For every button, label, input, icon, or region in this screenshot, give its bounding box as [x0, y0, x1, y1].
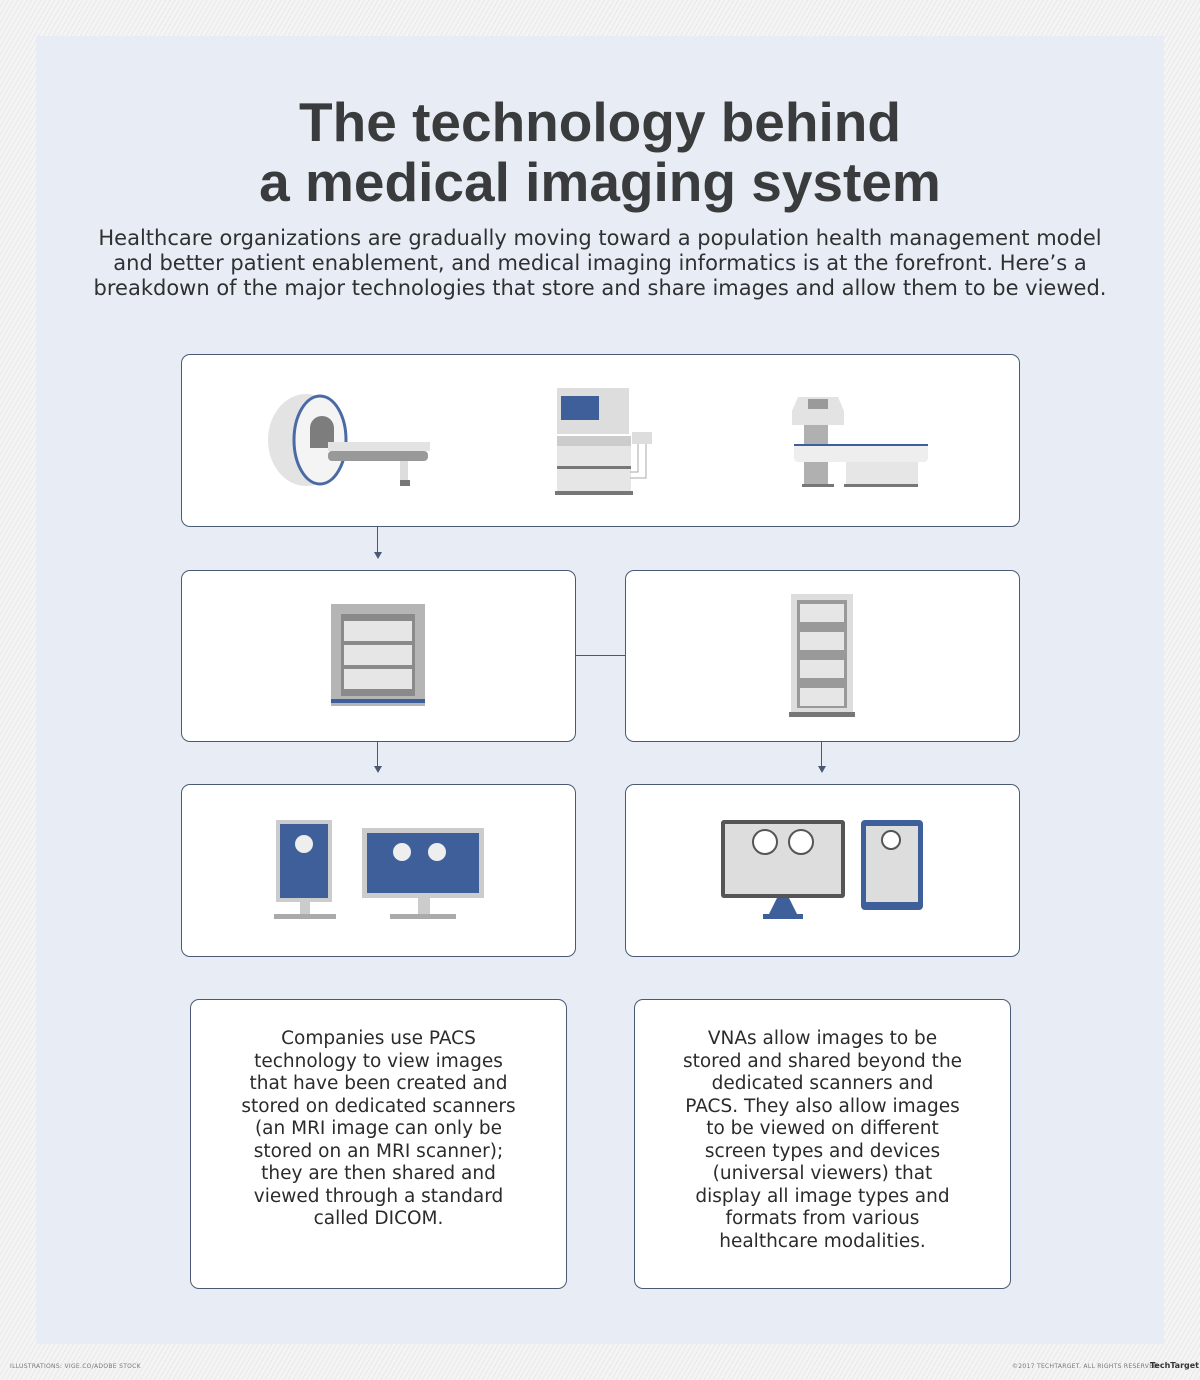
arrow-down-icon [374, 552, 382, 559]
vna-description-box: VNAs allow images to be stored and share… [634, 999, 1011, 1289]
pacs-description-box: Companies use PACS technology to view im… [190, 999, 567, 1289]
intro-text: Healthcare organizations are gradually m… [93, 226, 1107, 300]
connector-line [821, 742, 822, 767]
universal-viewer-icon [721, 820, 923, 919]
pacs-server-icon [331, 604, 425, 706]
vna-description: VNAs allow images to be stored and share… [682, 1028, 963, 1252]
arrow-down-icon [374, 766, 382, 773]
connector-line [377, 527, 378, 553]
connector-line [377, 742, 378, 767]
illustration-credit: ILLUSTRATIONS: VIGE.CO/ADOBE STOCK [10, 1363, 141, 1370]
pacs-description: Companies use PACS technology to view im… [241, 1028, 516, 1229]
arrow-down-icon [818, 766, 826, 773]
pacs-monitors-icon [274, 820, 484, 919]
copyright: ©2017 TECHTARGET. ALL RIGHTS RESERVED [1012, 1363, 1159, 1370]
ultrasound-machine-icon [555, 388, 652, 495]
xray-table-icon [792, 397, 928, 487]
vna-server-rack-icon [789, 594, 855, 717]
mri-scanner-icon [268, 394, 430, 486]
connector-line [576, 655, 625, 656]
techtarget-logo: TechTarget [1150, 1361, 1200, 1370]
